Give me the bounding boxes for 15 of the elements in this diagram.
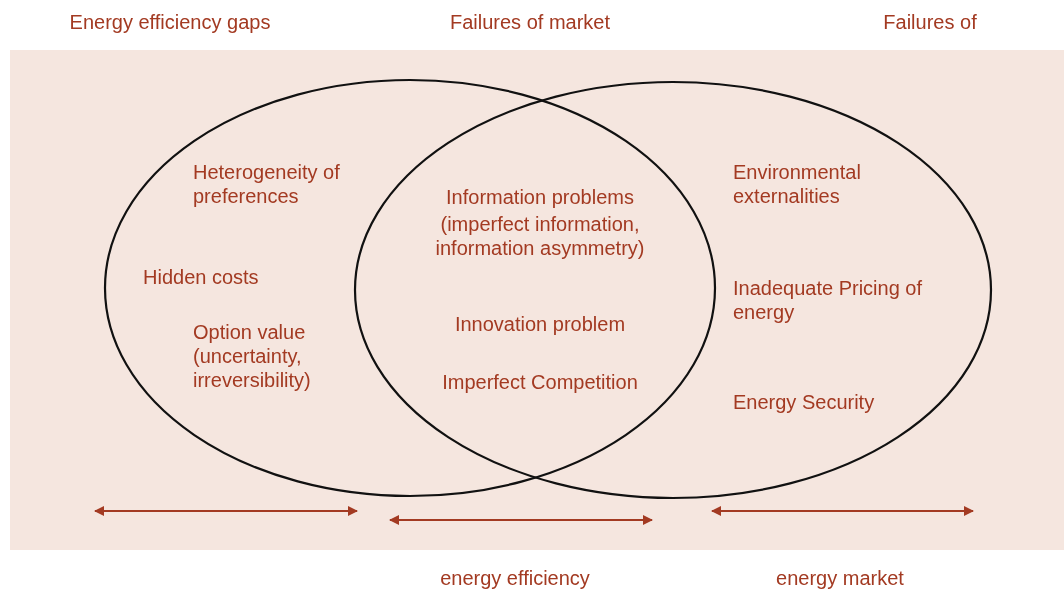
factor-text: Option value (uncertainty, irreversibility) — [193, 320, 312, 392]
category-heading: Failures of — [882, 10, 978, 34]
category-heading: Failures of market — [448, 10, 612, 34]
factor-text: Environmental externalities — [733, 160, 862, 208]
factor-text: Information problems — [445, 185, 635, 209]
factor-text: Inadequate Pricing of energy — [733, 276, 923, 324]
factor-text: Hidden costs — [143, 265, 260, 289]
category-heading: energy efficiency — [439, 566, 591, 590]
category-heading: energy market — [775, 566, 905, 590]
factor-text: Heterogeneity of preferences — [193, 160, 341, 208]
factor-text: Energy Security — [733, 390, 876, 414]
factor-text: (imperfect information, information asymmetry) — [434, 212, 646, 260]
factor-text: Innovation problem — [453, 312, 627, 336]
category-heading: Energy efficiency gaps — [68, 10, 272, 34]
factor-text: Imperfect Competition — [441, 370, 639, 394]
